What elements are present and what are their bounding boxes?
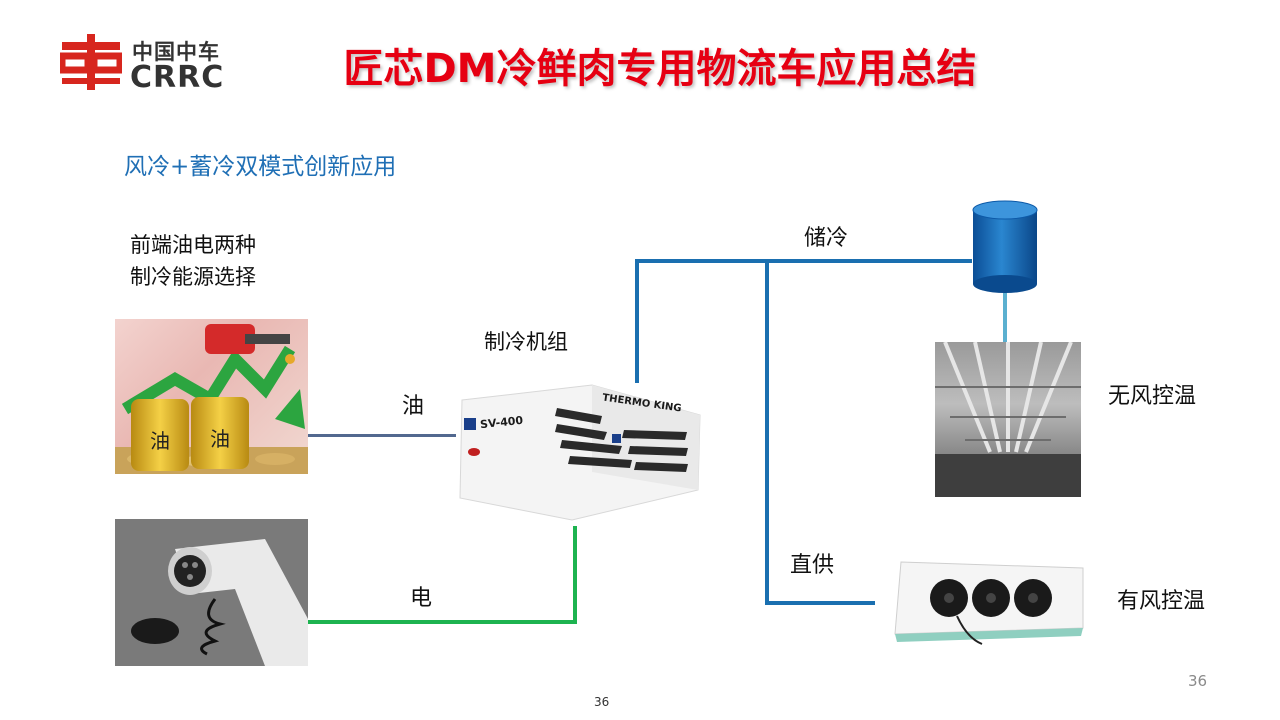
- oil-barrel-left: 油: [131, 399, 189, 471]
- windy-label: 有风控温: [1117, 589, 1206, 614]
- evaporator-fan-photo: [887, 558, 1092, 646]
- fuel-photo: 油 油: [115, 319, 308, 474]
- logo-english-text: CRRC: [130, 60, 225, 95]
- electric-label: 电: [410, 586, 433, 611]
- refrigeration-unit-photo: THERMO KING SV-400: [452, 380, 704, 522]
- electric-line-vertical: [573, 526, 577, 624]
- cold-line-riser: [635, 259, 639, 383]
- energy-note: 前端油电两种 制冷能源选择: [130, 229, 256, 293]
- cold-line-top: [635, 259, 972, 263]
- oil-barrel-right: 油: [191, 397, 249, 469]
- oil-barrel-left-text: 油: [150, 429, 170, 453]
- page-number: 36: [1188, 672, 1208, 690]
- storage-label: 储冷: [804, 226, 849, 251]
- oil-line: [306, 434, 456, 437]
- unit-label: 制冷机组: [484, 330, 568, 354]
- cold-storage-cylinder-icon: [972, 200, 1038, 293]
- energy-note-line-1: 前端油电两种: [130, 233, 256, 257]
- crrc-emblem-icon: [60, 34, 122, 90]
- oil-label: 油: [402, 394, 425, 419]
- crrc-logo: [60, 34, 240, 94]
- page-number-footer: 36: [594, 695, 610, 709]
- direct-label: 直供: [790, 553, 835, 578]
- energy-note-line-2: 制冷能源选择: [130, 265, 256, 289]
- ev-charger-photo: [115, 519, 308, 666]
- oil-barrel-right-text: 油: [210, 427, 230, 451]
- logo-chinese-text: 中国中车: [132, 40, 220, 64]
- electric-line-horizontal: [306, 620, 577, 624]
- page-title: 匠芯DM冷鲜肉专用物流车应用总结: [343, 46, 977, 92]
- storage-drop-line: [1003, 292, 1007, 344]
- windless-label: 无风控温: [1108, 384, 1197, 409]
- cold-line-direct: [765, 601, 875, 605]
- cold-line-branch: [765, 259, 769, 605]
- section-subtitle: 风冷+蓄冷双模式创新应用: [124, 154, 397, 180]
- cold-storage-interior-photo: [935, 342, 1081, 497]
